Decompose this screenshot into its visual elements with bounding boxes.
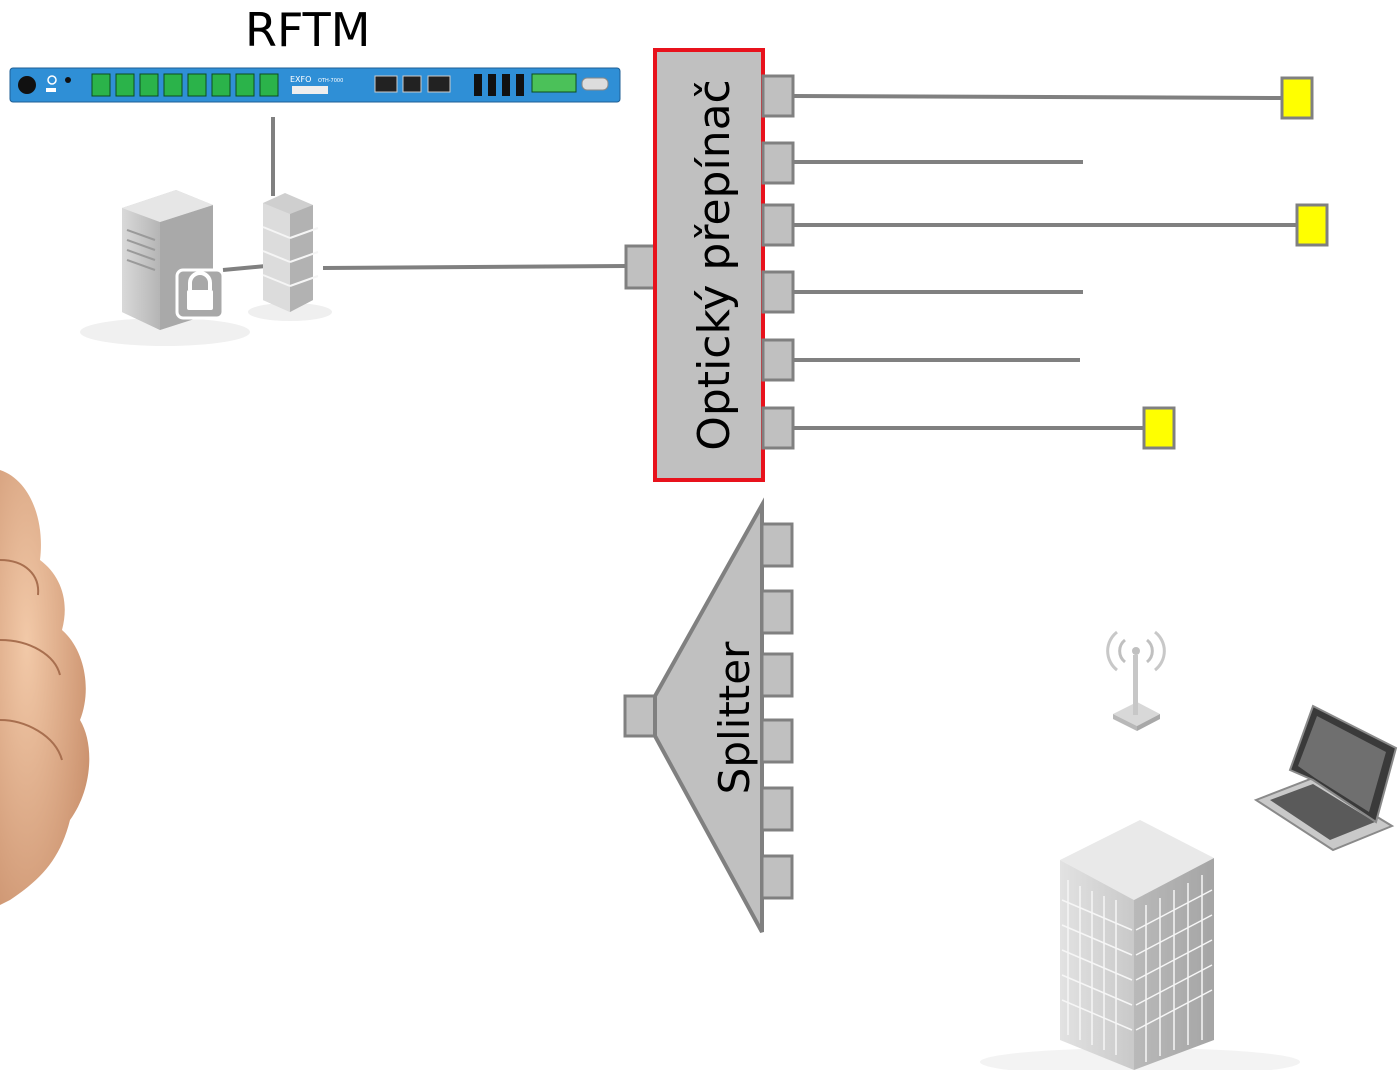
rftm-title: RFTM (245, 3, 371, 57)
rack-device-icon: EXFO OTH-7000 (9, 67, 621, 103)
rack-model: OTH-7000 (318, 78, 343, 84)
server-to-firewall-line (222, 264, 267, 272)
switch-output-ports (761, 74, 795, 450)
office-building-icon (980, 820, 1300, 1070)
firewall-to-switch-line (322, 264, 627, 270)
fiber-lines (792, 94, 1298, 430)
splitter-input-port (623, 694, 657, 738)
laptop-icon (1253, 704, 1398, 852)
optical-switch-body (653, 48, 765, 482)
rack-brand: EXFO (290, 75, 311, 84)
optical-switch: Optický přepínač (624, 48, 1329, 482)
firewall-icon (248, 193, 332, 321)
switch-input-port (624, 244, 658, 290)
splitter: Splitter (623, 497, 794, 933)
server-lock-icon (80, 190, 250, 346)
hand-icon (0, 470, 90, 905)
splitter-output-ports (760, 522, 794, 900)
lock-icon (175, 268, 225, 320)
rack-fiber-ports (91, 73, 279, 97)
splitter-label: Splitter (710, 641, 759, 794)
fiber-end-markers (1142, 76, 1329, 450)
optical-switch-label: Optický přepínač (689, 79, 740, 451)
antenna-icon (1106, 630, 1166, 731)
